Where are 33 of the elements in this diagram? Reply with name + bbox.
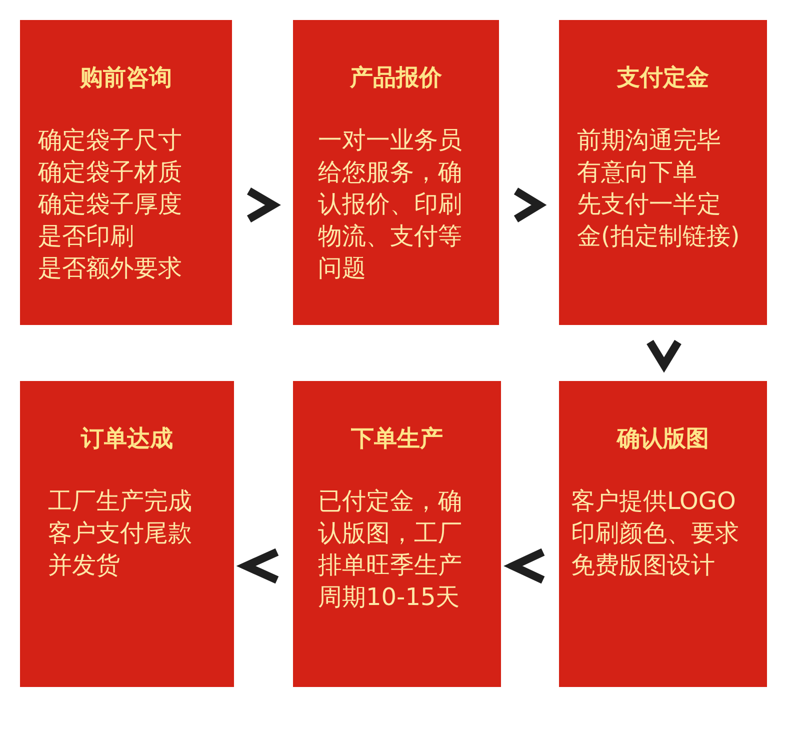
- step-text: 客户提供LOGO: [571, 486, 737, 517]
- chevron-arrow: [247, 188, 281, 222]
- step-box: [559, 20, 767, 325]
- step-text: 确定袋子尺寸: [38, 125, 183, 156]
- step-text: 并发货: [48, 550, 121, 581]
- chevron-arrow: [646, 340, 682, 373]
- step-text: 先支付一半定金(拍定制链接): [577, 189, 741, 252]
- step-text: 一对一业务员给您服务，确认报价、印刷物流、支付等问题: [318, 125, 463, 284]
- step-text: 是否印刷: [38, 221, 135, 252]
- step-text: 有意向下单: [577, 157, 698, 188]
- step-heading: 支付定金: [616, 64, 710, 93]
- step-box: [559, 381, 767, 687]
- step-box: [20, 20, 232, 325]
- chevron-arrow: [514, 188, 547, 222]
- step-text: 客户支付尾款: [48, 518, 193, 549]
- step-text: 确定袋子厚度: [38, 189, 183, 220]
- step-text: 免费版图设计: [571, 550, 716, 581]
- step-text: 确定袋子材质: [38, 157, 183, 188]
- step-heading: 订单达成: [80, 425, 174, 454]
- step-text: 印刷颜色、要求: [571, 518, 740, 549]
- step-text: 已付定金，确认版图，工厂排单旺季生产周期10-15天: [318, 486, 463, 613]
- chevron-arrow: [504, 548, 545, 584]
- step-text: 是否额外要求: [38, 253, 183, 284]
- step-box: [20, 381, 234, 687]
- step-box: [293, 381, 501, 687]
- step-text: 工厂生产完成: [48, 486, 193, 517]
- step-heading: 确认版图: [615, 425, 710, 454]
- step-heading: 产品报价: [349, 64, 443, 93]
- step-box: [293, 20, 499, 325]
- step-text: 前期沟通完毕: [577, 125, 722, 156]
- step-heading: 购前咨询: [78, 64, 173, 93]
- step-heading: 下单生产: [350, 425, 444, 454]
- chevron-arrow: [236, 548, 279, 584]
